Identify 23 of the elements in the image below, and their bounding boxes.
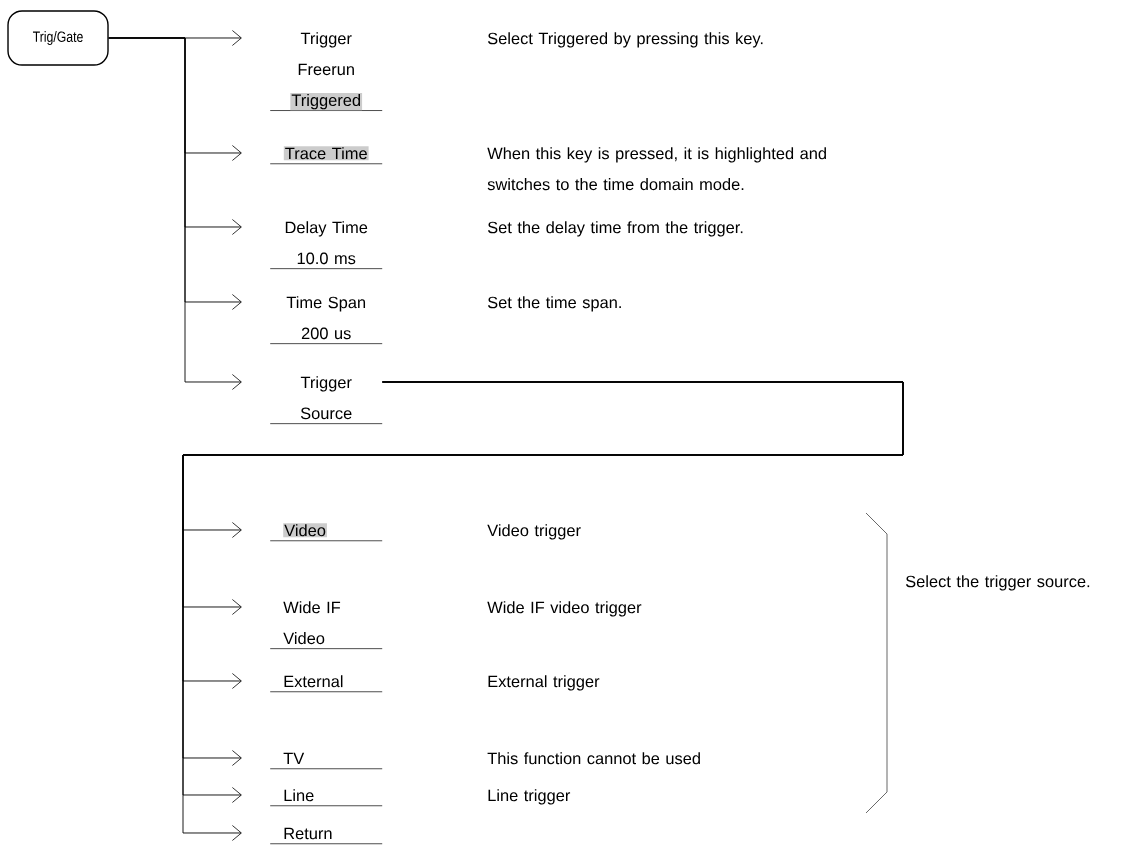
softkey-label: Trigger Source xyxy=(269,376,383,424)
softkey-label: Trigger Freerun Triggered xyxy=(269,32,383,111)
description-text: When this key is pressed, it is highlighted and switches to the time domain mode. xyxy=(487,147,826,191)
description-text: External trigger xyxy=(488,675,600,691)
description-text: Line trigger xyxy=(488,789,571,805)
softkey-label: Wide IF Video xyxy=(269,601,383,649)
description-text: Set the delay time from the trigger. xyxy=(487,221,743,237)
softkey-label: Trace Time xyxy=(269,146,383,165)
description-text: Set the time span. xyxy=(487,296,621,312)
softkey-label: TV xyxy=(269,752,383,770)
arrow xyxy=(108,37,242,390)
description-text: Video trigger xyxy=(487,524,581,540)
softkey-label: Time Span 200 us xyxy=(269,296,383,344)
key-button: Trig/Gate xyxy=(7,10,109,66)
description-text: Wide IF video trigger xyxy=(487,601,642,617)
description-text: This function cannot be used xyxy=(487,752,700,765)
softkey-label: External xyxy=(269,675,383,693)
description-text: Select Triggered by pressing this key. xyxy=(487,32,763,48)
softkey-label: Return xyxy=(269,827,383,845)
softkey-label: Line xyxy=(269,789,383,807)
note-text: Select the trigger source. xyxy=(905,575,1090,591)
softkey-label: Delay Time 10.0 ms xyxy=(269,221,383,269)
softkey-label: Video xyxy=(269,523,383,542)
